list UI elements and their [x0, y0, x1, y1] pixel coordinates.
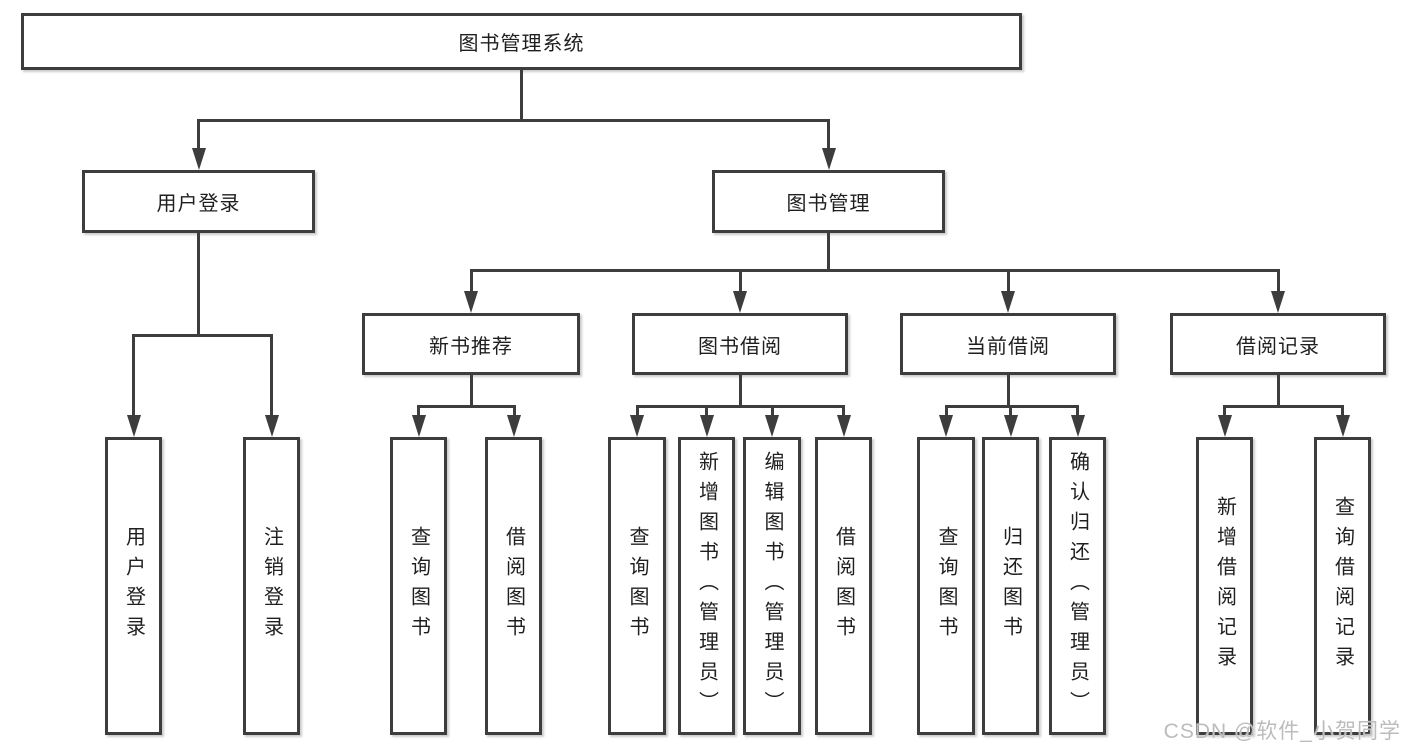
- leaf-borrow-books-recommend-label: 借阅图书: [502, 526, 525, 646]
- node-borrow-records: 借阅记录: [1170, 313, 1386, 375]
- node-root: 图书管理系统: [21, 13, 1022, 70]
- leaf-borrow-books: 借阅图书: [815, 437, 872, 735]
- connector-line: [738, 270, 742, 301]
- leaf-edit-books-admin-label: 编辑图书（管理员）: [761, 451, 783, 721]
- connector-line: [469, 270, 473, 301]
- connector-line: [738, 375, 742, 406]
- node-book-borrow: 图书借阅: [632, 313, 848, 375]
- connector-line: [635, 404, 845, 408]
- leaf-query-books-recommend-label: 查询图书: [407, 526, 430, 646]
- connector-line: [132, 333, 273, 337]
- leaf-add-borrow-record: 新增借阅记录: [1196, 437, 1253, 735]
- connector-line: [197, 233, 200, 335]
- connector-line: [197, 120, 200, 158]
- connector-line: [469, 375, 473, 406]
- arrowhead-down-icon: [939, 415, 953, 437]
- arrowhead-down-icon: [264, 415, 279, 437]
- node-root-label: 图书管理系统: [458, 33, 585, 55]
- node-book-borrow-label: 图书借阅: [698, 335, 782, 358]
- leaf-confirm-return-admin-label: 确认归还（管理员）: [1066, 451, 1089, 721]
- connector-line: [197, 118, 830, 122]
- arrowhead-down-icon: [411, 415, 426, 437]
- arrowhead-down-icon: [1070, 415, 1085, 437]
- leaf-user-login: 用户登录: [105, 437, 162, 735]
- connector-line: [132, 335, 135, 425]
- node-new-book-recommend-label: 新书推荐: [429, 335, 513, 358]
- leaf-query-books-borrow: 查询图书: [608, 437, 666, 735]
- leaf-query-books-borrow-label: 查询图书: [626, 526, 648, 646]
- node-current-borrow: 当前借阅: [900, 313, 1116, 375]
- leaf-borrow-books-recommend: 借阅图书: [485, 437, 542, 735]
- leaf-borrow-books-label: 借阅图书: [832, 526, 855, 646]
- connector-line: [417, 404, 516, 408]
- leaf-query-borrow-record: 查询借阅记录: [1314, 437, 1371, 735]
- arrowhead-down-icon: [1001, 291, 1015, 313]
- arrowhead-down-icon: [699, 415, 714, 437]
- arrowhead-down-icon: [1271, 291, 1285, 313]
- node-new-book-recommend: 新书推荐: [362, 313, 580, 375]
- leaf-user-login-label: 用户登录: [122, 526, 145, 646]
- arrowhead-down-icon: [1335, 415, 1350, 437]
- leaf-return-books-label: 归还图书: [999, 526, 1022, 646]
- leaf-add-books-admin-label: 新增图书（管理员）: [695, 451, 718, 721]
- connector-line: [270, 335, 273, 425]
- arrowhead-down-icon: [1217, 415, 1232, 437]
- leaf-add-books-admin: 新增图书（管理员）: [678, 437, 735, 735]
- connector-line: [827, 120, 830, 158]
- csdn-watermark: CSDN @软件_小贺同学: [1163, 720, 1401, 743]
- arrowhead-down-icon: [464, 291, 478, 313]
- leaf-add-borrow-record-label: 新增借阅记录: [1213, 496, 1236, 676]
- leaf-confirm-return-admin: 确认归还（管理员）: [1049, 437, 1106, 735]
- node-current-borrow-label: 当前借阅: [966, 335, 1050, 358]
- connector-line: [469, 268, 1280, 272]
- connector-line: [520, 69, 523, 120]
- leaf-query-borrow-record-label: 查询借阅记录: [1331, 496, 1354, 676]
- arrowhead-down-icon: [191, 148, 206, 170]
- leaf-query-books-current: 查询图书: [917, 437, 975, 735]
- leaf-edit-books-admin: 编辑图书（管理员）: [743, 437, 801, 735]
- arrowhead-down-icon: [630, 415, 644, 437]
- arrowhead-down-icon: [1003, 415, 1018, 437]
- node-book-management: 图书管理: [712, 170, 945, 233]
- connector-line: [827, 233, 830, 270]
- connector-line: [1276, 270, 1280, 301]
- connector-line: [1006, 375, 1010, 406]
- arrowhead-down-icon: [507, 415, 521, 437]
- node-user-login-label: 用户登录: [156, 193, 241, 215]
- leaf-query-books-current-label: 查询图书: [935, 526, 957, 646]
- arrowhead-down-icon: [733, 291, 747, 313]
- leaf-return-books: 归还图书: [982, 437, 1039, 735]
- leaf-query-books-recommend: 查询图书: [390, 437, 447, 735]
- node-borrow-records-label: 借阅记录: [1236, 335, 1320, 358]
- node-book-management-label: 图书管理: [786, 193, 871, 215]
- arrowhead-down-icon: [836, 415, 851, 437]
- arrowhead-down-icon: [821, 148, 836, 170]
- leaf-logout: 注销登录: [243, 437, 300, 735]
- connector-line: [1223, 404, 1344, 408]
- connector-line: [1276, 375, 1280, 406]
- node-user-login: 用户登录: [82, 170, 315, 233]
- arrowhead-down-icon: [126, 415, 141, 437]
- leaf-logout-label: 注销登录: [260, 526, 283, 646]
- connector-line: [1006, 270, 1010, 301]
- arrowhead-down-icon: [765, 415, 779, 437]
